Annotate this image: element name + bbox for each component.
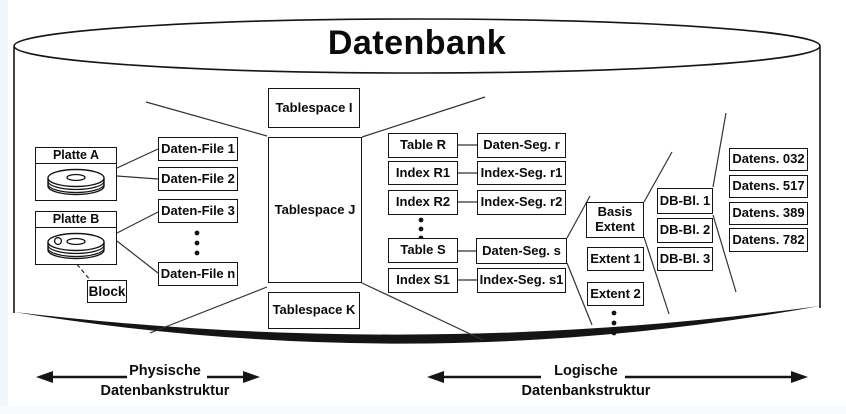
platte-b-box: Platte B <box>35 211 117 265</box>
page-margin-left <box>0 0 8 414</box>
extent-1-box: Extent 1 <box>587 247 644 271</box>
index-seg-s1-box: Index-Seg. s1 <box>477 268 566 293</box>
block-marker-icon <box>53 236 63 246</box>
tablespace-j-box: Tablespace J <box>268 137 362 283</box>
index-r2-box: Index R2 <box>388 190 458 215</box>
basis-extent-box: Basis Extent <box>586 202 644 238</box>
disk-icon-with-block <box>36 228 116 264</box>
platte-a-box: Platte A <box>35 147 117 201</box>
fan-line <box>149 286 268 334</box>
db-bl-1-box: DB-Bl. 1 <box>657 188 713 214</box>
tablespace-i-box: Tablespace I <box>268 88 360 128</box>
logical-structure-label: Logische Datenbankstruktur <box>511 361 661 401</box>
platte-a-label: Platte A <box>36 148 116 164</box>
fan-line <box>145 101 268 137</box>
arrowhead-right-icon <box>791 371 808 383</box>
logical-structure-line2: Datenbankstruktur <box>521 383 651 399</box>
connector-line <box>116 175 159 180</box>
ellipsis-dots-tables <box>418 217 424 241</box>
connector-line <box>116 148 159 169</box>
daten-file-3-box: Daten-File 3 <box>158 199 238 223</box>
db-bl-2-box: DB-Bl. 2 <box>657 218 713 243</box>
daten-file-n-box: Daten-File n <box>158 262 238 286</box>
daten-seg-s-box: Daten-Seg. s <box>476 238 567 264</box>
index-seg-r1-box: Index-Seg. r1 <box>477 161 566 185</box>
index-s1-box: Index S1 <box>388 268 458 293</box>
disk-icon <box>36 164 116 200</box>
platte-b-label: Platte B <box>36 212 116 228</box>
physical-structure-line1: Physische <box>129 363 201 379</box>
arrowhead-right-icon <box>243 371 260 383</box>
table-r-box: Table R <box>388 133 458 158</box>
fan-line <box>712 112 727 188</box>
datens-032-box: Datens. 032 <box>729 148 808 171</box>
index-r1-box: Index R1 <box>388 161 458 185</box>
daten-seg-r-box: Daten-Seg. r <box>477 133 566 158</box>
arrowhead-left-icon <box>427 371 444 383</box>
datens-517-box: Datens. 517 <box>729 175 808 198</box>
daten-file-1-box: Daten-File 1 <box>158 137 238 161</box>
table-s-box: Table S <box>388 238 458 263</box>
tablespace-k-box: Tablespace K <box>268 292 360 329</box>
fan-line <box>361 96 486 138</box>
connector-line <box>116 240 159 274</box>
datens-782-box: Datens. 782 <box>729 228 808 252</box>
connector-line <box>116 211 159 234</box>
block-box: Block <box>87 280 127 303</box>
fan-line <box>712 214 737 293</box>
physical-structure-line2: Datenbankstruktur <box>100 383 230 399</box>
physical-structure-label: Physische Datenbankstruktur <box>90 361 240 401</box>
page-margin-bottom <box>0 406 846 414</box>
logical-structure-line1: Logische <box>554 363 618 379</box>
extent-2-box: Extent 2 <box>587 282 644 306</box>
index-seg-r2-box: Index-Seg. r2 <box>477 190 566 215</box>
arrowhead-left-icon <box>36 371 53 383</box>
daten-file-2-box: Daten-File 2 <box>158 167 238 191</box>
ellipsis-dots-files <box>194 230 200 256</box>
cylinder-bottom-curve <box>14 306 820 344</box>
figure-title: Datenbank <box>327 24 507 62</box>
db-bl-3-box: DB-Bl. 3 <box>657 247 713 271</box>
datens-389-box: Datens. 389 <box>729 202 808 225</box>
ellipsis-dots-extents <box>611 310 617 336</box>
